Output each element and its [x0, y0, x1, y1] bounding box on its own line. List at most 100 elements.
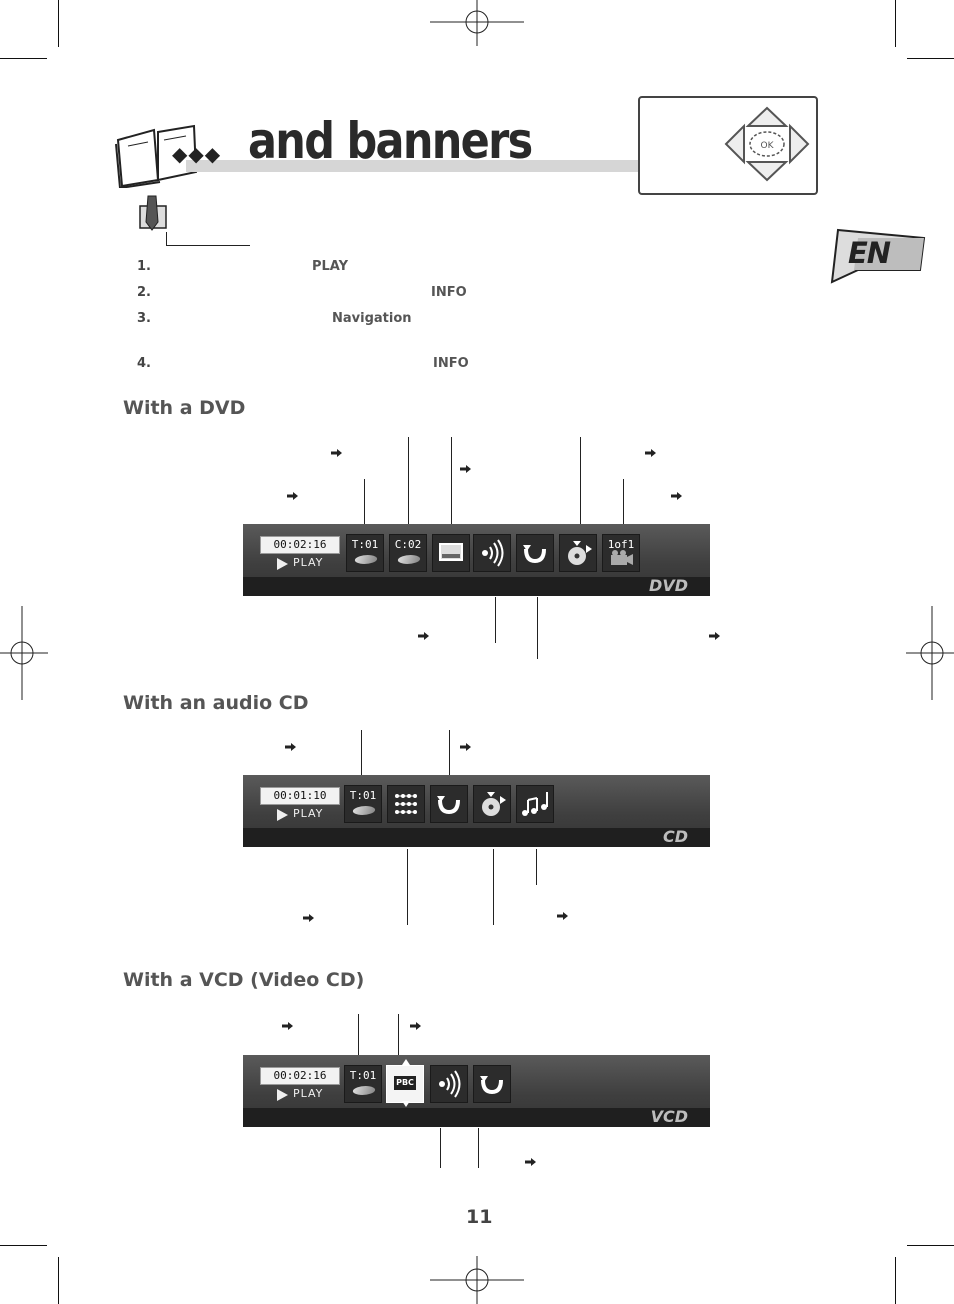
arrow-right-icon: [709, 632, 720, 640]
crop-mark: [895, 1257, 896, 1304]
disc-icon: [353, 555, 379, 564]
navigation-pad-icon: OK: [724, 106, 810, 182]
banner-footer-strip: [243, 1108, 710, 1127]
ok-button-label: OK: [761, 141, 775, 151]
intro-scan-icon: [559, 534, 597, 572]
arrow-right-icon: [285, 743, 296, 751]
title-code: T:01: [351, 538, 379, 551]
playback-status: PLAY: [293, 556, 324, 569]
registration-mark-top: [430, 0, 524, 46]
remote-illustration-box: OK: [638, 96, 818, 195]
audio-cd-info-banner: 00:01:10 PLAY T:01 CD: [243, 775, 710, 847]
crop-mark: [907, 58, 954, 59]
callout-line: [440, 1128, 441, 1168]
language-badge: EN: [848, 236, 891, 270]
subtitle-icon: [432, 534, 470, 572]
step-keyword-play: PLAY: [312, 259, 349, 274]
disc-type-logo: CD: [662, 827, 688, 846]
note-connector: [166, 245, 250, 246]
crop-mark: [895, 0, 896, 47]
elapsed-time: 00:01:10: [260, 787, 340, 805]
callout-line: [451, 437, 452, 525]
arrow-right-icon: [287, 492, 298, 500]
pbc-label: PBC: [394, 1076, 416, 1090]
music-notes-icon: [516, 785, 554, 823]
callout-line: [537, 597, 538, 659]
elapsed-time: 00:02:16: [260, 1067, 340, 1085]
page-number: 11: [466, 1206, 493, 1228]
arrow-right-icon: [410, 1022, 421, 1030]
repeat-icon: [473, 1065, 511, 1103]
track-code: T:01: [349, 1069, 377, 1082]
step-keyword-info: INFO: [433, 356, 469, 371]
step-number: 3.: [137, 311, 151, 326]
note-pencil-icon: [139, 195, 167, 231]
arrow-right-icon: [460, 743, 471, 751]
elapsed-time: 00:02:16: [260, 536, 340, 554]
banner-footer-strip: [243, 577, 710, 596]
arrow-right-icon: [645, 449, 656, 457]
playback-status: PLAY: [293, 807, 324, 820]
callout-line: [407, 849, 408, 925]
disc-type-logo: VCD: [650, 1107, 688, 1126]
callout-line: [364, 479, 365, 525]
angle-code: 1of1: [607, 538, 635, 551]
section-title-vcd: With a VCD (Video CD): [123, 969, 365, 991]
repeat-icon: [516, 534, 554, 572]
track-icon: T:01: [344, 1065, 382, 1103]
page-title: and banners: [248, 112, 533, 170]
callout-line: [623, 479, 624, 525]
disc-icon: [351, 806, 377, 815]
disc-icon: [396, 555, 422, 564]
track-code: T:01: [349, 789, 377, 802]
callout-line: [408, 437, 409, 525]
pbc-down-arrow-icon: [402, 1101, 410, 1107]
arrow-right-icon: [331, 449, 342, 457]
pbc-icon: PBC: [386, 1065, 424, 1103]
callout-line: [398, 1014, 399, 1066]
repeat-icon: [430, 785, 468, 823]
disc-type-logo: DVD: [649, 576, 688, 595]
arrow-right-icon: [460, 465, 471, 473]
arrow-right-icon: [525, 1158, 536, 1166]
registration-mark-right: [906, 606, 954, 700]
play-icon: [277, 558, 288, 570]
callout-line: [536, 849, 537, 885]
play-icon: [277, 809, 288, 821]
arrow-right-icon: [418, 632, 429, 640]
section-title-dvd: With a DVD: [123, 397, 246, 419]
crop-mark: [58, 0, 59, 47]
crop-mark: [0, 58, 47, 59]
step-number: 1.: [137, 259, 151, 274]
vcd-info-banner: 00:02:16 PLAY T:01 PBC VCD: [243, 1055, 710, 1127]
arrow-right-icon: [303, 914, 314, 922]
callout-line: [495, 597, 496, 643]
audio-icon: [473, 534, 511, 572]
pbc-up-arrow-icon: [402, 1059, 410, 1065]
registration-mark-bottom: [430, 1256, 524, 1304]
language-badge-shape: [830, 228, 926, 284]
angle-icon: 1of1: [602, 534, 640, 572]
crop-mark: [907, 1245, 954, 1246]
dvd-info-banner: 00:02:16 PLAY T:01 C:02 1of1 DVD: [243, 524, 710, 596]
title-underline-bar: [186, 160, 638, 172]
diamond-bullets-icon: ◆◆◆: [172, 142, 222, 166]
arrow-right-icon: [671, 492, 682, 500]
registration-mark-left: [0, 606, 48, 700]
crop-mark: [0, 1245, 47, 1246]
program-icon: [387, 785, 425, 823]
audio-icon: [430, 1065, 468, 1103]
chapter-code: C:02: [394, 538, 422, 551]
track-icon: T:01: [344, 785, 382, 823]
step-keyword-navigation: Navigation: [332, 311, 412, 326]
callout-line: [493, 849, 494, 925]
callout-line: [449, 730, 450, 788]
callout-line: [478, 1128, 479, 1168]
note-connector: [166, 232, 167, 246]
playback-status: PLAY: [293, 1087, 324, 1100]
arrow-right-icon: [557, 912, 568, 920]
intro-scan-icon: [473, 785, 511, 823]
step-keyword-info: INFO: [431, 285, 467, 300]
callout-line: [358, 1014, 359, 1066]
banner-footer-strip: [243, 828, 710, 847]
